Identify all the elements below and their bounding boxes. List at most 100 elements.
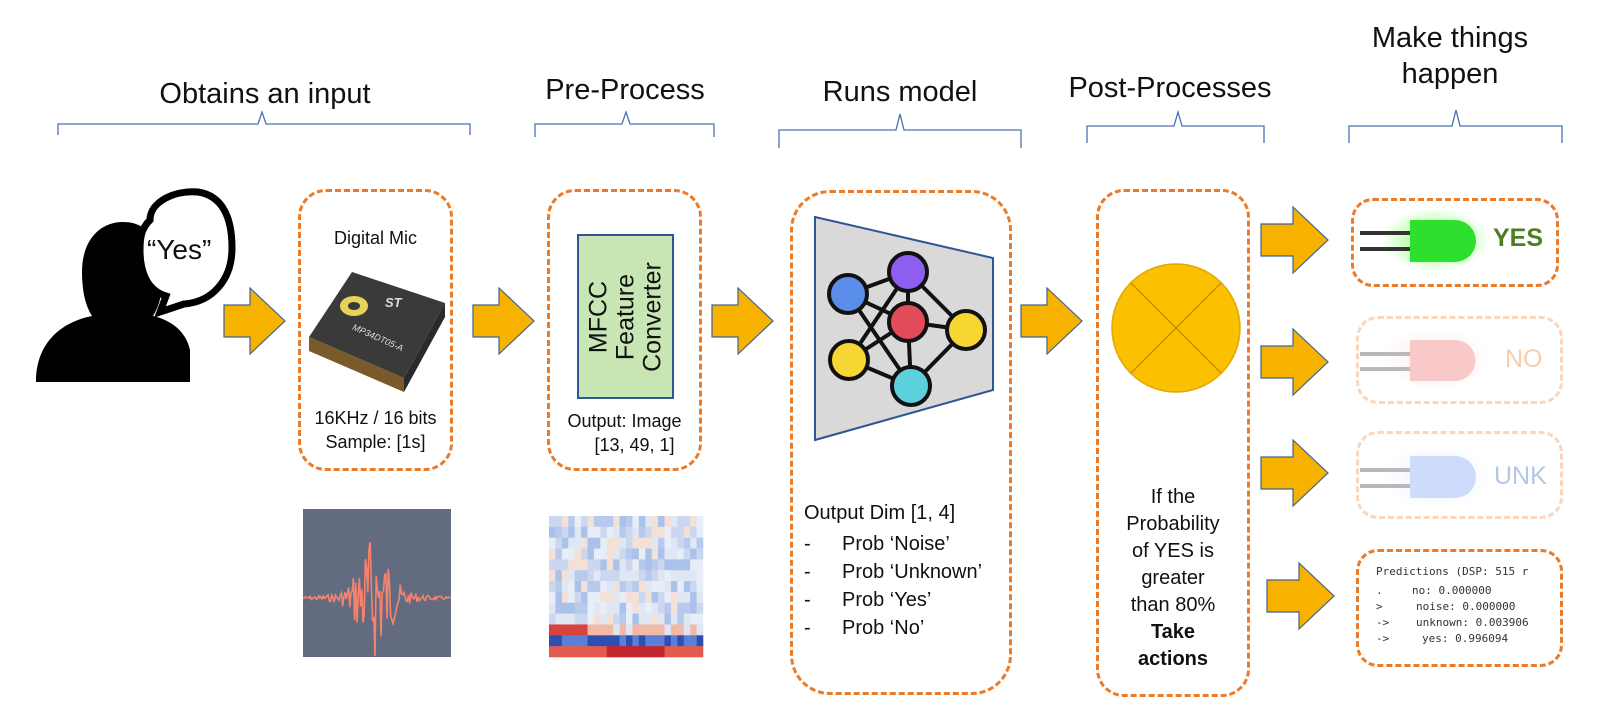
spectrogram-cell [683,635,691,647]
spectrogram-cell [658,624,665,636]
spectrogram-cell [561,516,569,528]
waveform-icon [302,509,451,657]
spectrogram-cell [670,570,678,582]
spectrogram-cell [568,624,575,636]
spectrogram-cell [664,602,672,614]
model-output-dim: Output Dim [1, 4] [804,502,956,524]
spectrogram-cell [600,613,608,625]
spectrogram-cell [549,516,556,528]
output-unk-box [1356,431,1563,519]
sample-length: Sample: [1s] [325,432,426,452]
spectrogram-cell [696,602,704,614]
spectrogram-cell [606,646,614,658]
spectrogram-cell [638,624,646,636]
spectrogram-cell [638,516,646,528]
spectrogram-cell [613,602,620,614]
arrow-right-icon [1020,286,1083,356]
spectrogram-cell [690,537,697,549]
spectrogram-cell [606,635,614,647]
spectrogram-cell [645,602,652,614]
spectrogram-cell [581,613,588,625]
converter-line-converter: Converter [638,261,666,372]
spectrogram-cell [561,526,569,538]
spectrogram-cell [619,548,627,560]
spectrogram-cell [613,635,620,647]
spectrogram-cell [568,646,575,658]
spectrogram-cell [581,581,588,593]
spectrogram-cell [561,602,569,614]
spectrogram-cell [670,646,678,658]
spectrogram-cell [581,646,588,658]
model-box [790,190,1012,695]
spectrogram-cell [696,537,704,549]
spectrogram-cell [683,613,691,625]
output-yes-box [1351,198,1559,287]
arrow-right-icon [1260,327,1329,397]
rule-action-line: Take [1150,621,1196,643]
arrow-right-icon [1260,205,1329,275]
spectrogram-cell [638,591,646,604]
spectrogram-cell [651,602,659,614]
sample-rate: 16KHz / 16 bits [314,408,437,428]
spectrogram-cell [593,548,601,560]
spectrogram-cell [574,646,582,658]
spectrogram-cell [626,646,633,658]
spectrogram-cell [613,646,620,658]
spectrogram-cell [638,613,646,625]
spectrogram-cell [581,537,588,549]
spectrogram-cell [677,646,685,658]
spectrogram-cell [593,526,601,538]
preprocess-box [547,189,702,471]
spectrogram-cell [568,548,575,560]
spectrogram-cell [593,537,601,549]
spectrogram-cell [645,591,652,604]
spectrogram-cell [696,548,704,560]
list-item: .no: 0.000000 [1376,584,1492,597]
spectrogram-cell [670,591,678,604]
spectrogram-cell [645,646,652,658]
spectrogram-cell [638,581,646,593]
spectrogram-cell [632,646,640,658]
spectrogram-cell [581,559,588,571]
spectrogram-cell [587,526,595,538]
spectrogram-cell [613,581,620,593]
spectrogram-cell [613,570,620,582]
spectrogram-cell [677,613,685,625]
spectrogram-cell [683,581,691,593]
preprocess-output-line2: [13, 49, 1] [594,435,675,455]
chip-brand: ST [385,295,402,310]
spectrogram-cell [555,581,563,593]
spectrogram-cell [587,548,595,560]
spectrogram-cell [593,646,601,658]
spectrogram-cell [683,516,691,528]
spectrogram-cell [593,570,601,582]
spectrogram-cell [549,635,556,647]
spectrogram-cell [651,537,659,549]
spectrogram-cell [664,559,672,571]
list-item: -Prob ‘Yes’ [804,589,932,611]
spectrogram-cell [574,516,582,528]
spectrogram-cell [645,516,652,528]
spectrogram-cell [683,548,691,560]
spectrogram-cell [651,559,659,571]
neural-network-icon [814,215,994,442]
spectrogram-cell [651,646,659,658]
spectrogram-cell [632,537,640,549]
spectrogram-cell [600,516,608,528]
spectrogram-cell [587,635,595,647]
spectrogram-cell [619,635,627,647]
spectrogram-cell [587,516,595,528]
spectrogram-cell [555,516,563,528]
spectrogram-cell [561,635,569,647]
spectrogram-cell [555,602,563,614]
rule-line: Probability [1126,513,1220,535]
stage-title-postprocess: Post-Processes [1068,72,1272,104]
spectrogram-cell [696,624,704,636]
spectrogram-cell [574,624,582,636]
brace-preprocess [534,109,715,137]
spectrogram-cell [664,646,672,658]
spectrogram-cell [658,602,665,614]
spectrogram-cell [683,559,691,571]
led-icon [1360,208,1490,272]
